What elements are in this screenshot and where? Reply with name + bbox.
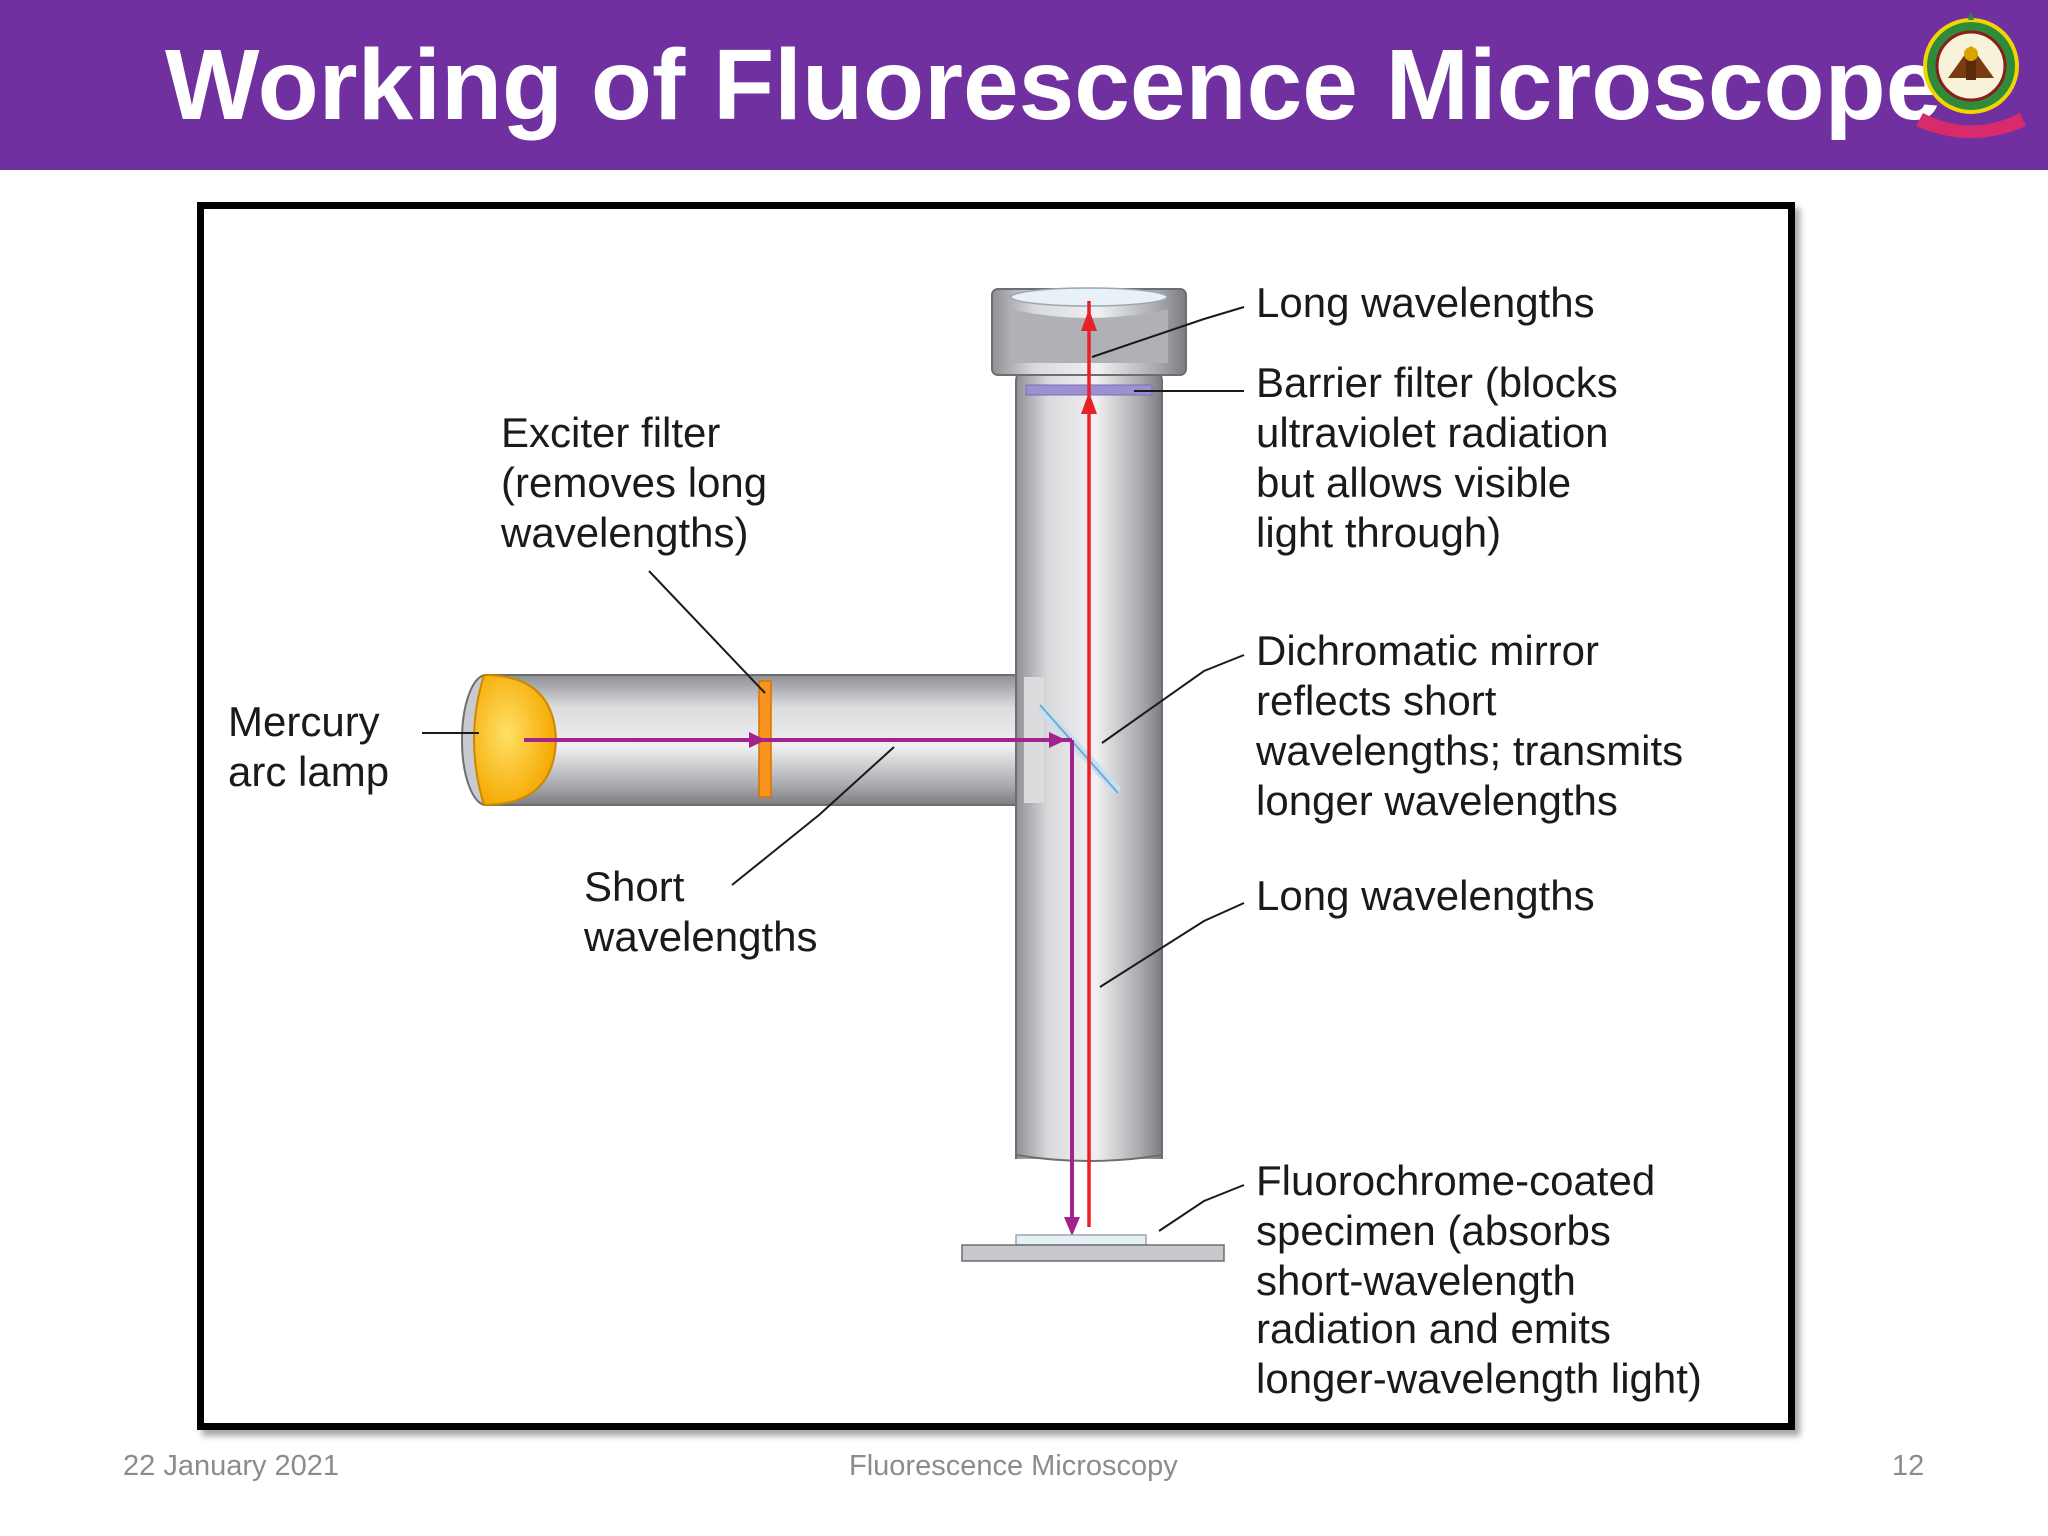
label-dichromatic-mirror: Dichromatic mirror reflects short wavele… [1255,627,1695,824]
label-long-wavelengths-top: Long wavelengths [1256,279,1595,326]
slide-title: Working of Fluorescence Microscope [165,29,1942,141]
footer-date: 22 January 2021 [123,1450,340,1482]
footer-page-number: 12 [1892,1450,1925,1482]
microscope-diagram: Long wavelengths Barrier filter (blocks … [197,202,1795,1430]
mercury-arc-lamp [473,673,558,807]
microscope-diagram-svg: Long wavelengths Barrier filter (blocks … [228,279,1702,1402]
short-wavelength-path [524,732,1080,1236]
label-barrier-filter: Barrier filter (blocks ultraviolet radia… [1256,359,1629,556]
leader-lines [422,306,1245,1232]
slide-header: Working of Fluorescence Microscope [0,0,2048,170]
label-exciter-filter: Exciter filter (removes long wavelengths… [500,409,779,556]
label-specimen: Fluorochrome-coated specimen (absorbs sh… [1256,1157,1702,1402]
label-mercury-arc-lamp: Mercury arc lamp [228,698,391,795]
footer-title: Fluorescence Microscopy [849,1450,1178,1482]
long-wavelength-path [1081,301,1097,1227]
specimen-stage [961,1234,1225,1262]
label-long-wavelengths-bottom: Long wavelengths [1256,872,1595,919]
label-short-wavelengths: Short wavelengths [583,863,817,960]
university-seal-icon [1916,12,2026,138]
